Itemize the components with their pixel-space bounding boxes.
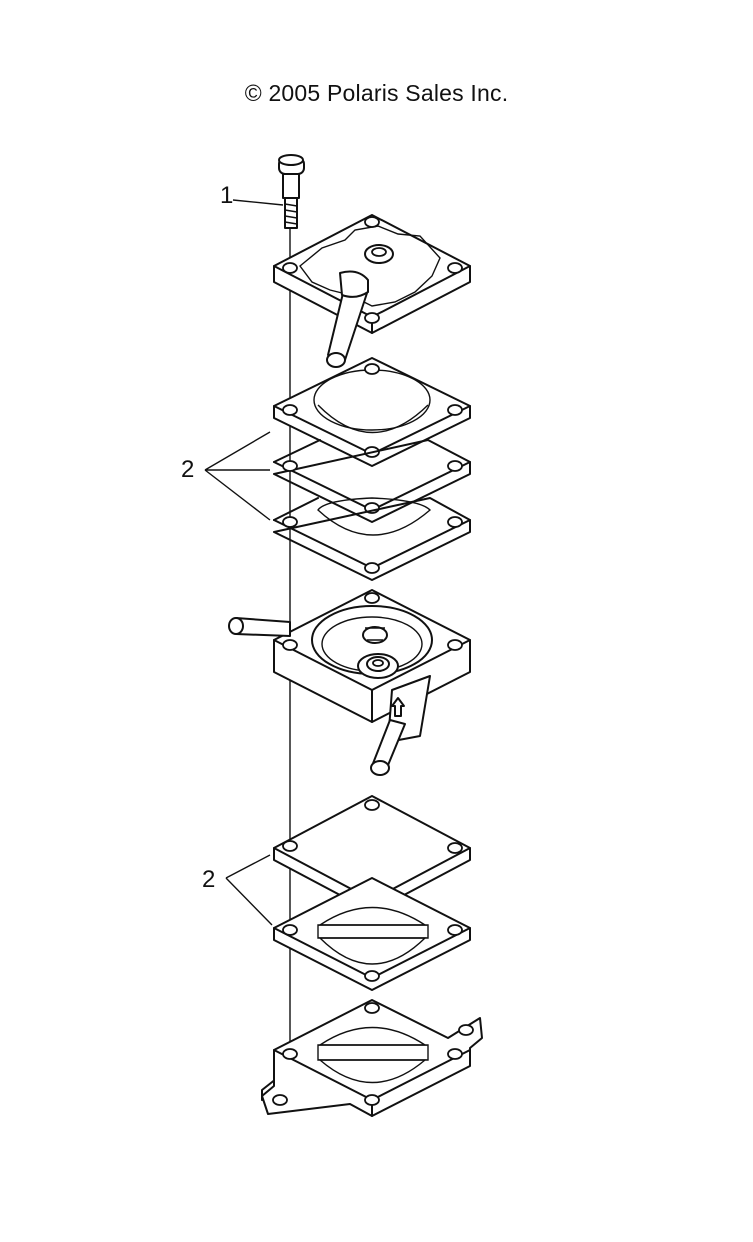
copyright-notice: © 2005 Polaris Sales Inc. xyxy=(244,80,509,106)
upper-diaphragm xyxy=(273,357,471,467)
upper-middle-gasket xyxy=(273,439,471,523)
callout-label-2-lower: 2 xyxy=(202,866,216,893)
callout-label-2-upper: 2 xyxy=(181,456,195,483)
base-cover xyxy=(261,999,483,1117)
pump-body xyxy=(228,589,471,776)
callout-2-upper-leaders xyxy=(204,431,271,521)
callout-1-leader xyxy=(232,199,284,206)
screw xyxy=(278,154,305,229)
upper-lower-gasket xyxy=(273,497,471,581)
top-cover xyxy=(273,214,471,368)
callout-2-lower-leaders xyxy=(225,854,273,926)
valve-gasket xyxy=(273,877,471,991)
callout-label-1: 1 xyxy=(220,182,234,209)
